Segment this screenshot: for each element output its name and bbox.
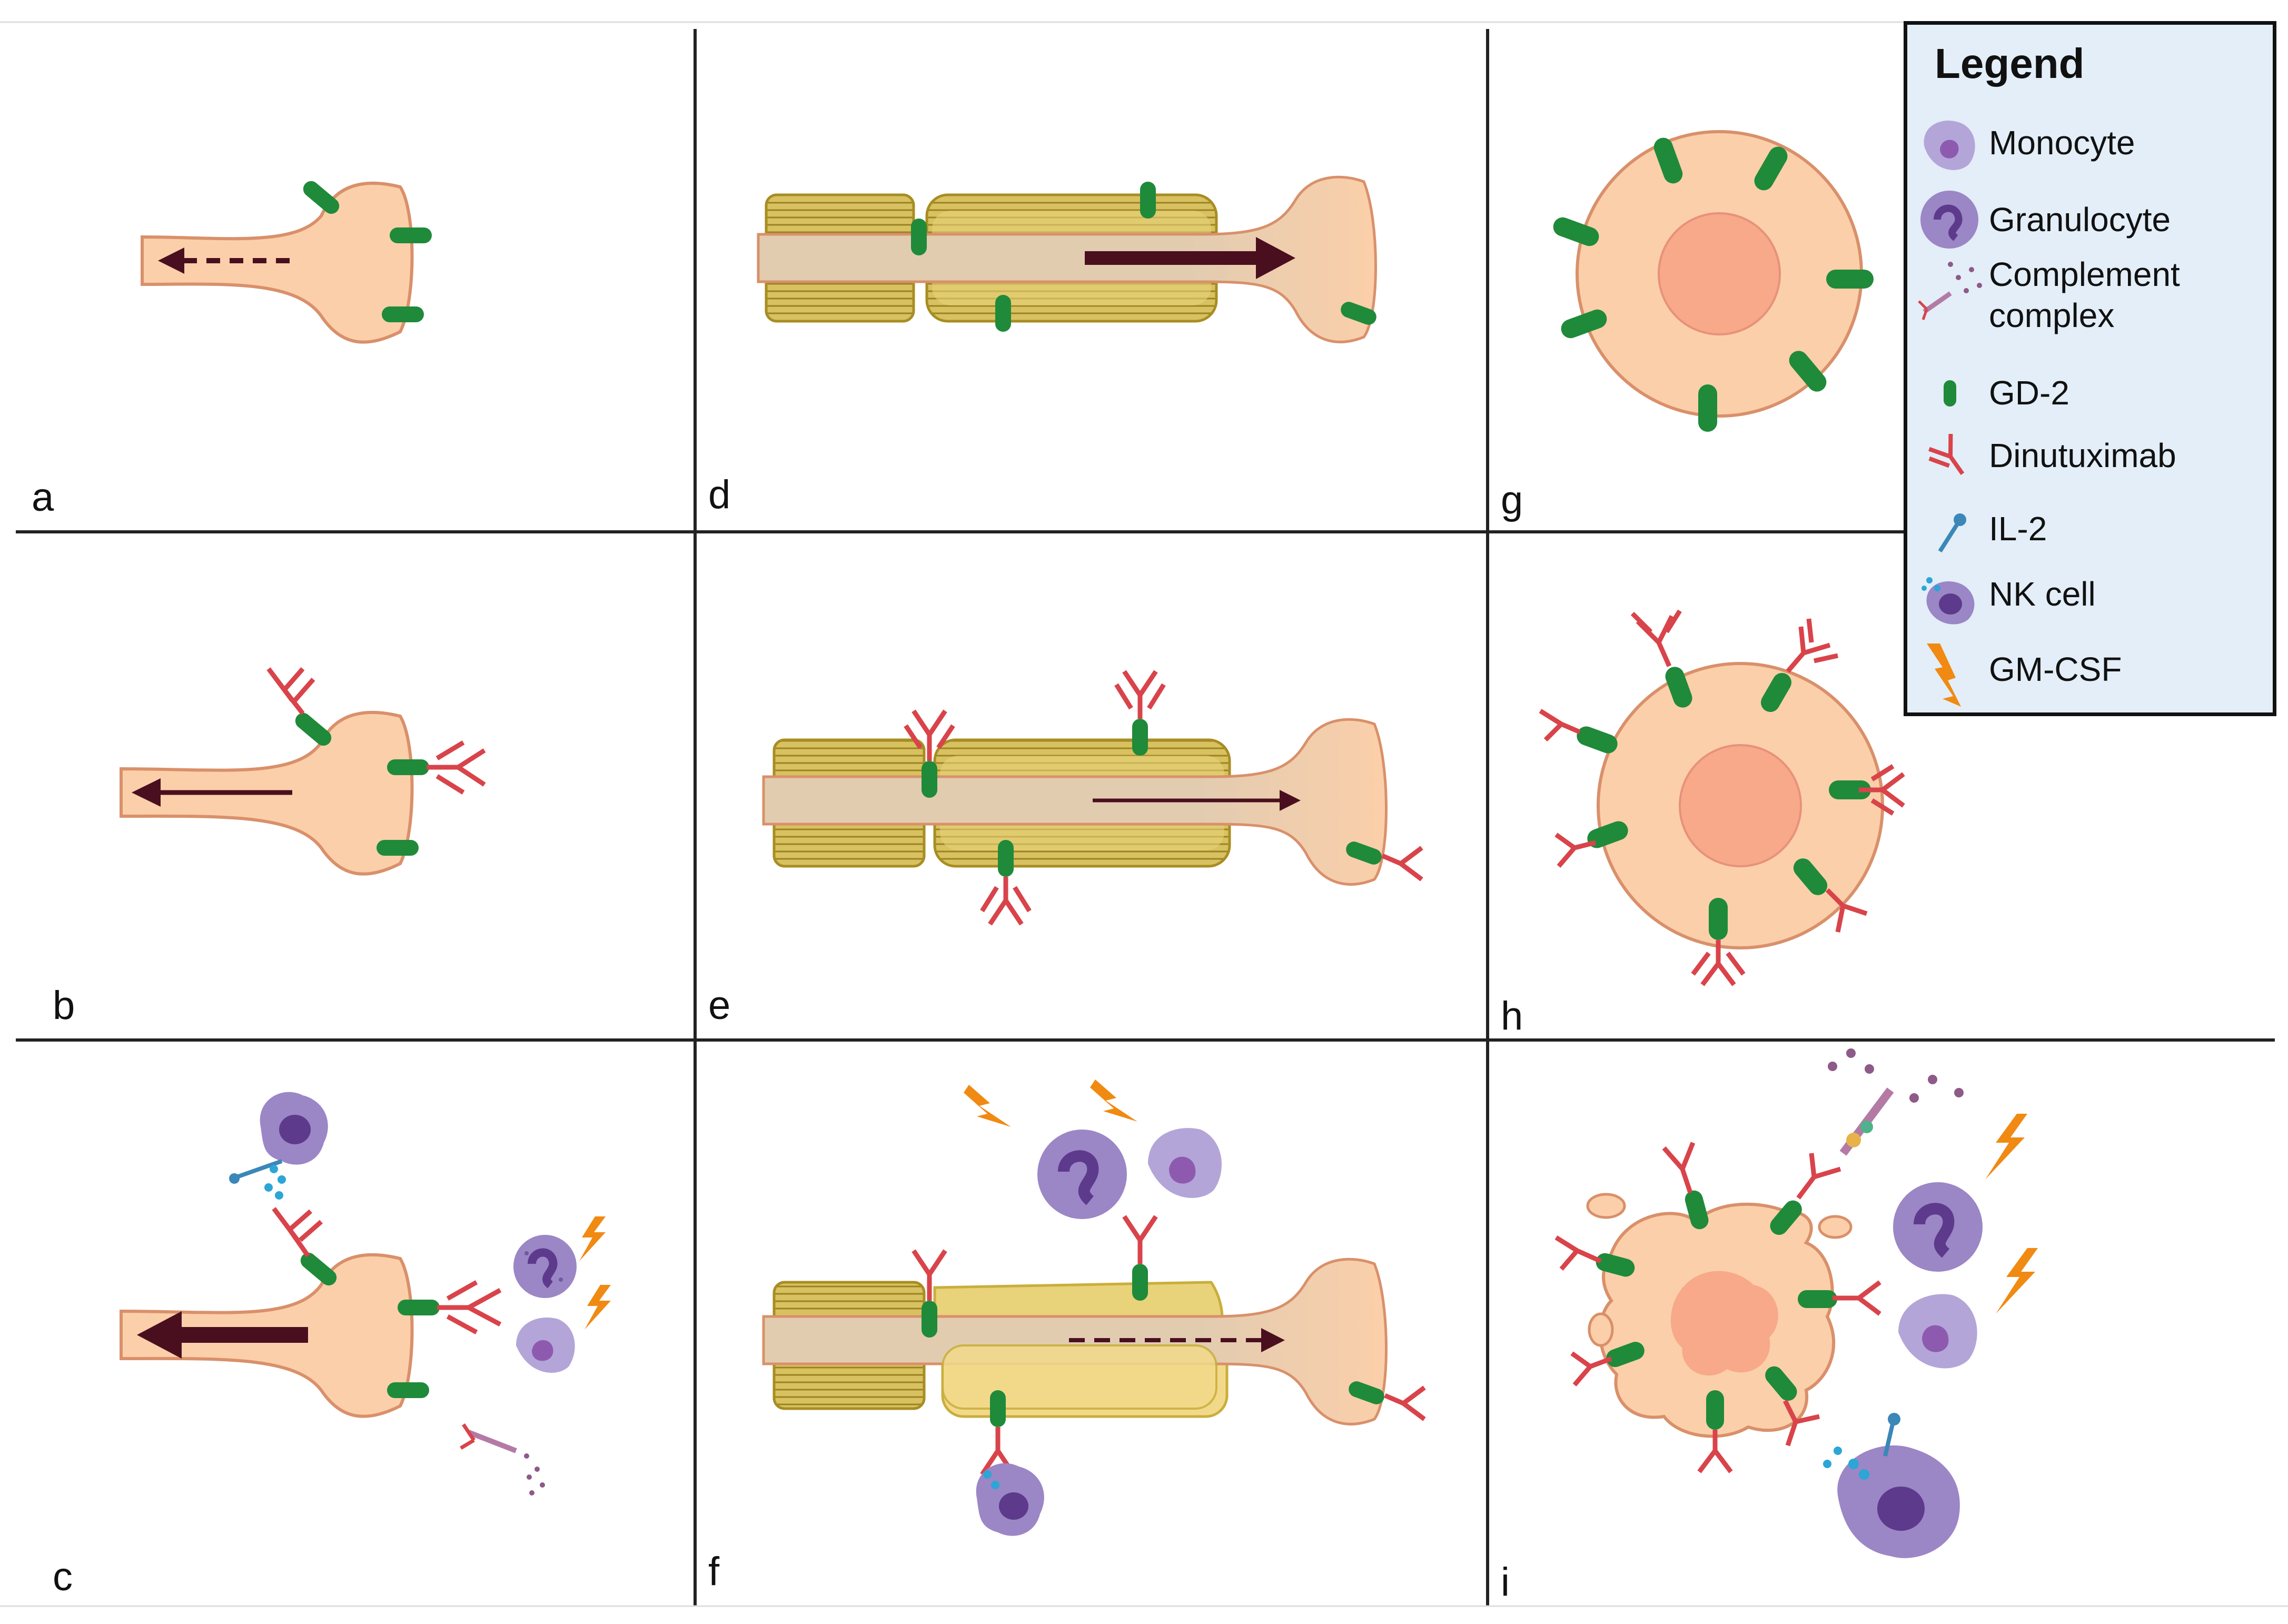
grid-lines xyxy=(0,21,2288,1607)
panel-i-tumor-cell xyxy=(1554,1048,2038,1558)
panel-c-nerve-terminal xyxy=(120,1092,611,1496)
nk-cell-icon xyxy=(1921,577,1975,625)
panel-h-tumor-cell xyxy=(1539,609,1905,986)
complement-complex xyxy=(1828,1048,1964,1156)
antibody xyxy=(266,667,486,795)
legend-item-complement: Complement complex xyxy=(1907,254,2276,334)
legend-label-gm-csf: GM-CSF xyxy=(1989,650,2122,688)
panel-label-i: i xyxy=(1501,1560,1510,1605)
legend-title: Legend xyxy=(1935,40,2085,87)
panel-label-d: d xyxy=(708,472,730,517)
panel-label-h: h xyxy=(1501,994,1523,1038)
panel-label-b: b xyxy=(53,983,75,1028)
panel-labels: a b c d e f g h i xyxy=(32,472,1523,1605)
monocyte xyxy=(1898,1294,1977,1369)
legend-label-complement: Complement complex xyxy=(1989,255,2180,334)
il2-icon xyxy=(1938,513,1966,553)
gm-csf-bolt xyxy=(1985,1114,2027,1180)
legend-item-monocyte: Monocyte xyxy=(1907,104,2276,183)
gd2-marker xyxy=(303,181,340,214)
legend-label-nk-cell: NK cell xyxy=(1989,575,2096,613)
panel-label-e: e xyxy=(708,983,730,1028)
legend-label-monocyte: Monocyte xyxy=(1989,124,2135,162)
legend-label-gd2: GD-2 xyxy=(1989,374,2069,412)
gm-csf-icon xyxy=(1927,643,1961,707)
gm-csf-bolt xyxy=(1996,1248,2038,1314)
complement-complex-icon xyxy=(1918,262,1982,320)
panel-g-tumor-cell xyxy=(1553,130,1874,432)
legend-item-dinutuximab: Dinutuximab xyxy=(1907,417,2276,496)
legend-label-dinutuximab: Dinutuximab xyxy=(1989,437,2176,474)
nk-cell xyxy=(976,1463,1044,1536)
complement-complex xyxy=(460,1423,545,1496)
panel-a-nerve-terminal xyxy=(141,181,432,344)
panel-d-axon xyxy=(757,175,1377,343)
panel-label-f: f xyxy=(708,1549,720,1594)
legend: Legend Monocyte Granulocyte Complement c… xyxy=(1904,21,2276,716)
panel-b-nerve-terminal xyxy=(120,667,486,876)
gm-csf-bolt xyxy=(585,1285,611,1330)
legend-label-granulocyte: Granulocyte xyxy=(1989,201,2171,239)
legend-item-il2: IL-2 xyxy=(1907,488,2276,567)
panel-label-g: g xyxy=(1501,478,1523,522)
granulocyte-icon xyxy=(1920,191,1978,249)
monocyte-icon xyxy=(1924,121,1975,170)
legend-item-gm-csf: GM-CSF xyxy=(1907,633,2276,712)
gm-csf-bolt xyxy=(1090,1080,1137,1122)
monocyte xyxy=(1148,1128,1222,1198)
panel-label-c: c xyxy=(53,1554,73,1599)
granulocyte xyxy=(513,1235,577,1298)
legend-item-nk-cell: NK cell xyxy=(1907,557,2276,636)
legend-item-gd2: GD-2 xyxy=(1907,351,2276,430)
gd2-marker xyxy=(390,227,432,243)
granulocyte xyxy=(1893,1182,1983,1272)
gm-csf-bolt xyxy=(579,1216,606,1261)
dinutuximab-icon xyxy=(1928,433,1965,476)
panel-label-a: a xyxy=(32,475,54,520)
gm-csf-bolt xyxy=(964,1085,1011,1127)
gd2-icon xyxy=(1944,380,1956,407)
legend-item-granulocyte: Granulocyte xyxy=(1907,180,2276,259)
granulocyte xyxy=(1037,1130,1127,1219)
monocyte xyxy=(516,1318,575,1373)
nk-cell xyxy=(229,1092,328,1200)
gd2-marker xyxy=(382,306,424,322)
legend-label-il2: IL-2 xyxy=(1989,510,2047,548)
panel-e-axon xyxy=(762,670,1423,926)
nk-cell xyxy=(1823,1413,1960,1558)
panel-f-axon xyxy=(762,1080,1426,1536)
